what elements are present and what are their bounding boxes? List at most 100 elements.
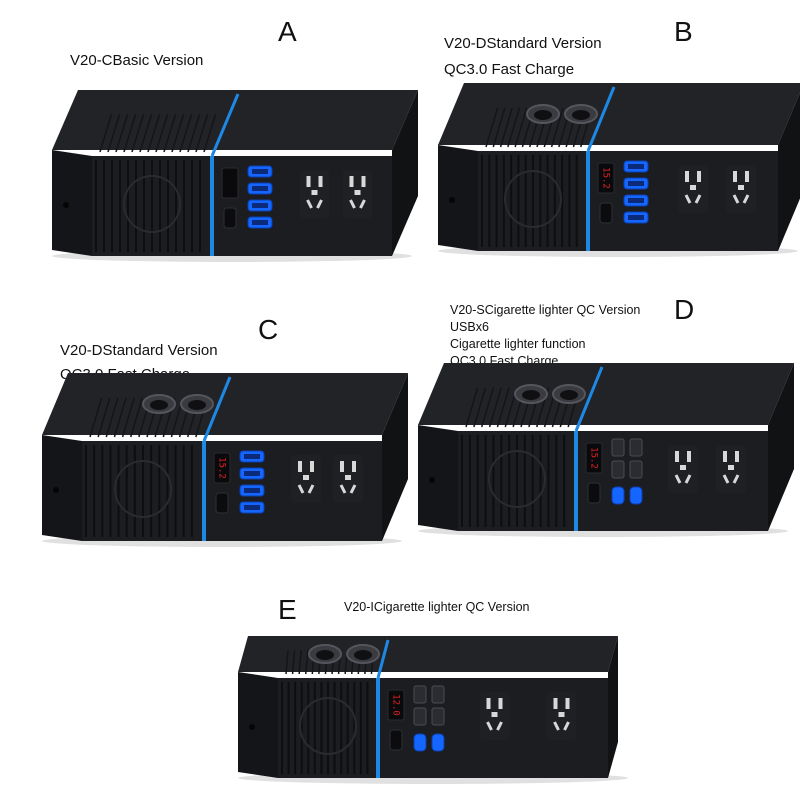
- cigarette-socket-hole: [522, 390, 540, 400]
- outlet-slot: [306, 199, 313, 209]
- outlet-slot: [685, 171, 689, 182]
- product-panel-e: E V20-ICigarette lighter QC Version 12.0: [0, 590, 800, 800]
- power-strip: 15.2: [418, 363, 794, 537]
- caption-line: V20-DStandard Version: [60, 342, 218, 359]
- cooling-fin: [298, 650, 302, 675]
- front-face: [92, 156, 392, 256]
- accent-stripe: [376, 639, 390, 679]
- outlet-slot: [498, 698, 503, 709]
- outlet-slot: [311, 190, 318, 195]
- cooling-fin: [121, 397, 135, 438]
- power-button-icon: [587, 482, 601, 504]
- voltage-display: [213, 452, 231, 484]
- usb-qc-port: [413, 733, 427, 752]
- caption-line: QC3.0 Fast Charge: [444, 61, 575, 78]
- cigarette-socket-hole: [560, 390, 578, 400]
- outlet-slot: [316, 199, 323, 209]
- panel-letter: B: [674, 16, 693, 47]
- cooling-fin: [187, 113, 201, 153]
- panel-letter: A: [278, 16, 297, 47]
- power-strip: 15.2: [42, 373, 408, 547]
- cooling-fin: [97, 397, 111, 438]
- cooling-fin: [113, 397, 127, 438]
- panel-caption: V20-ICigarette lighter QC Version: [344, 599, 530, 616]
- outlet-slot: [349, 176, 354, 187]
- caption-line: Cigarette lighter function: [450, 337, 586, 351]
- panel-letter: E: [278, 594, 297, 625]
- cooling-fin: [99, 113, 113, 153]
- voltage-display: [221, 167, 239, 199]
- ac-outlet-icon: [716, 445, 746, 493]
- outlet-slot: [349, 484, 357, 494]
- power-button-icon: [223, 207, 237, 229]
- outlet-slot: [297, 484, 305, 494]
- device-image: [52, 90, 418, 262]
- outlet-slot: [354, 190, 361, 195]
- accent-stripe: [586, 86, 616, 152]
- caption-line: V20-SCigarette lighter QC Version: [450, 303, 641, 317]
- outlet-slot: [687, 451, 691, 462]
- outlet-slot: [310, 461, 314, 472]
- product-panel-c: C V20-DStandard Version QC3.0 Fast Charg…: [0, 290, 408, 590]
- usb-port: [629, 438, 643, 457]
- outlet-slot: [486, 698, 491, 709]
- cooling-fin: [492, 107, 506, 148]
- display-readout: 15.2: [589, 447, 599, 469]
- outlet-slot: [722, 474, 730, 484]
- product-panel-b: B V20-DStandard Version QC3.0 Fast Charg…: [400, 0, 800, 290]
- right-face: [392, 90, 418, 256]
- cooling-fin: [465, 387, 479, 428]
- outlet-slot: [496, 721, 503, 731]
- cooling-fin: [163, 113, 177, 153]
- cigarette-socket-hole: [150, 400, 168, 410]
- outlet-slot: [361, 176, 366, 187]
- cigarette-socket-hole: [534, 110, 552, 120]
- outlet-slot: [359, 199, 366, 209]
- usb-port-slot: [252, 203, 268, 208]
- end-cap: [438, 145, 478, 251]
- power-button-icon: [599, 202, 613, 224]
- cooling-fin: [480, 387, 495, 428]
- panel-letter: C: [258, 314, 279, 345]
- usb-port: [413, 685, 427, 704]
- product-panel-a: A V20-CBasic Version: [0, 0, 418, 290]
- cooling-fin: [171, 113, 185, 153]
- usb-qc-port: [629, 486, 643, 505]
- top-face: [42, 373, 408, 435]
- usb-port-slot: [628, 164, 644, 169]
- power-button-icon: [215, 492, 229, 514]
- accent-stripe: [574, 366, 604, 432]
- panel-letter: D: [674, 294, 695, 325]
- outlet-slot: [491, 712, 498, 717]
- outlet-slot: [339, 484, 347, 494]
- display-readout: 15.2: [217, 457, 227, 479]
- panel-caption: V20-SCigarette lighter QC Version USBx6 …: [450, 302, 640, 370]
- usb-port: [431, 685, 445, 704]
- outlet-slot: [563, 721, 570, 731]
- cooling-fin: [107, 113, 121, 153]
- end-cap: [418, 425, 458, 531]
- cooling-fin: [496, 387, 510, 428]
- cooling-fin: [105, 397, 119, 438]
- caption-line: USBx6: [450, 320, 489, 334]
- end-cap: [42, 435, 82, 541]
- outlet-slot: [732, 474, 740, 484]
- voltage-display: [387, 689, 405, 721]
- display-readout: 15.2: [601, 167, 611, 189]
- end-cap: [52, 150, 92, 256]
- cooling-fin: [131, 113, 145, 153]
- usb-port-slot: [244, 505, 260, 510]
- usb-port-slot: [244, 471, 260, 476]
- cooling-fin: [473, 387, 487, 428]
- fan-grille: [114, 460, 172, 518]
- display-readout: 12.0: [391, 694, 401, 716]
- right-face: [768, 363, 794, 531]
- switch-hole: [63, 202, 69, 208]
- switch-hole: [429, 477, 435, 483]
- cooling-fin: [123, 113, 137, 153]
- device-image: 15.2: [42, 373, 408, 547]
- outlet-slot: [558, 712, 565, 717]
- ac-outlet-icon: [342, 170, 373, 218]
- accent-stripe: [202, 376, 232, 442]
- device-image: 15.2: [438, 83, 800, 257]
